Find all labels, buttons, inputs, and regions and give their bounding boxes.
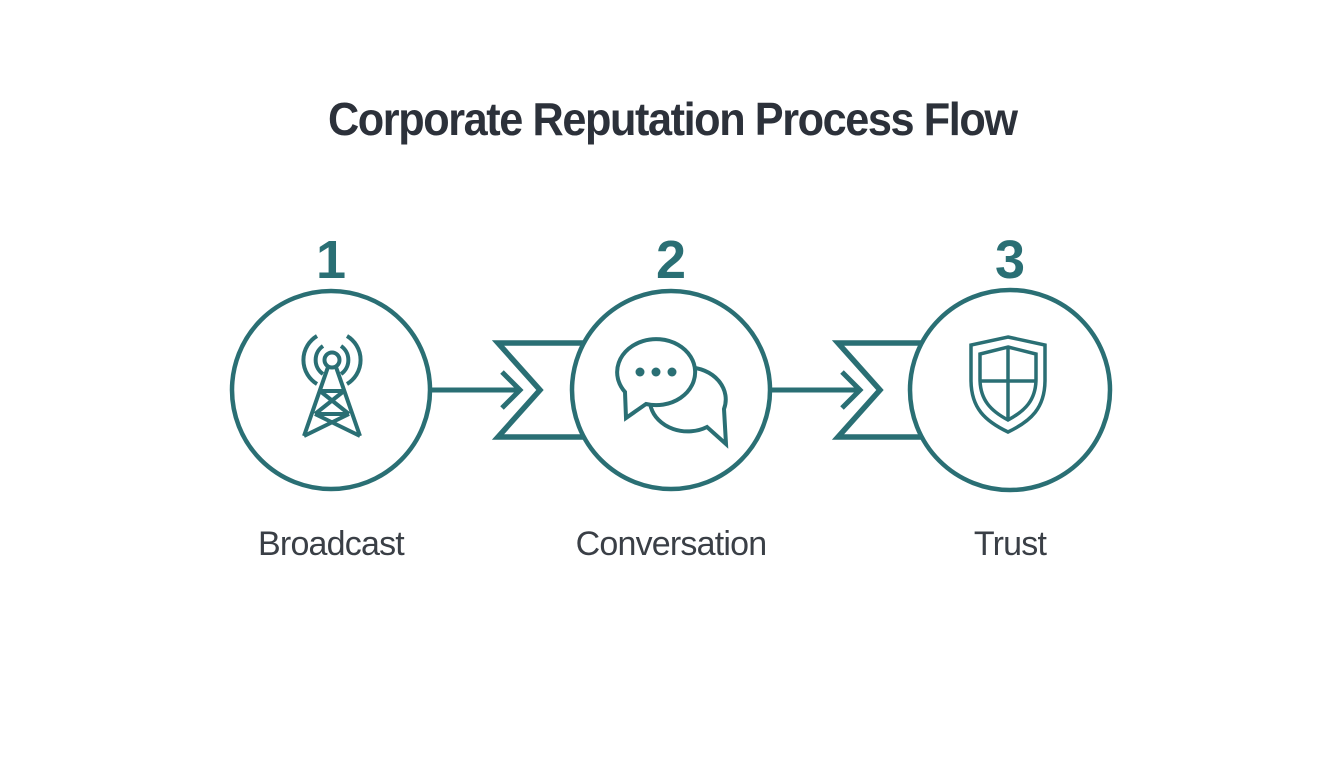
step-1-label: Broadcast <box>258 525 405 563</box>
step-2-number: 2 <box>655 230 687 290</box>
connector-2 <box>770 340 941 440</box>
shield-icon <box>969 335 1047 434</box>
shield-cross <box>980 347 1036 420</box>
shield-outer <box>969 335 1047 434</box>
broadcast-tower-icon <box>301 334 363 438</box>
chevron-banner <box>491 340 601 440</box>
front-speech-bubble <box>615 337 698 422</box>
step-1-number: 1 <box>315 230 347 290</box>
typing-dot <box>651 367 661 377</box>
step-circle-3 <box>907 287 1113 493</box>
arrow-right-icon <box>500 370 524 410</box>
speech-bubbles-icon <box>615 337 729 449</box>
step-3-number: 3 <box>994 230 1026 290</box>
connector-1 <box>430 340 601 440</box>
arrow-right-icon <box>840 370 864 410</box>
typing-dot <box>635 367 645 377</box>
typing-dot <box>667 367 677 377</box>
step-3-label: Trust <box>973 525 1047 563</box>
step-2-label: Conversation <box>575 525 768 563</box>
diagram-title: Corporate Reputation Process Flow <box>327 93 1018 145</box>
chevron-banner <box>831 340 941 440</box>
